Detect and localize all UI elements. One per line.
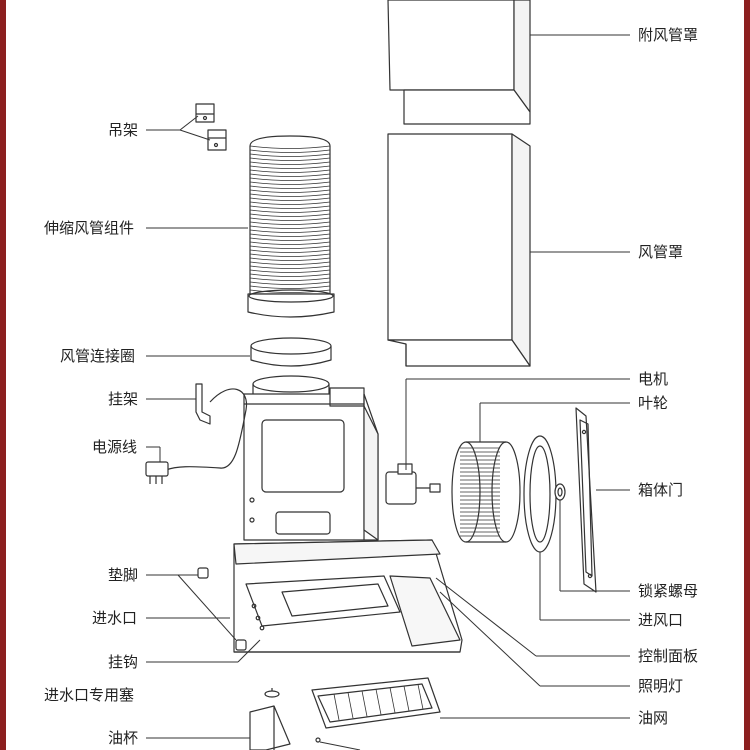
- duct-rib: [249, 209, 331, 213]
- duct-rib: [249, 189, 331, 193]
- duct-rib: [249, 241, 331, 245]
- label-oil-cup: 油杯: [108, 729, 139, 747]
- label-control-panel: 控制面板: [638, 647, 699, 665]
- duct-rib: [249, 185, 331, 189]
- duct-rib: [249, 269, 331, 273]
- duct-cover: [387, 133, 531, 367]
- duct-rib: [249, 213, 331, 217]
- label-impeller: 叶轮: [638, 394, 669, 412]
- box-door: [575, 407, 597, 593]
- lock-nut: [554, 483, 566, 501]
- water-inlet-plug: [264, 688, 280, 698]
- label-wall-hanger: 挂架: [108, 390, 139, 408]
- label-feet: 垫脚: [108, 566, 139, 584]
- duct-rib: [249, 221, 331, 225]
- filter-grid-line: [375, 689, 382, 715]
- hood-body-box: [243, 387, 379, 541]
- feet: [197, 567, 247, 651]
- filter-grid-line: [333, 693, 340, 721]
- power-cord-drawing: [145, 388, 248, 484]
- duct-rib: [249, 253, 331, 257]
- right-frame-border: [744, 0, 750, 750]
- filter-grid-line: [347, 692, 354, 719]
- duct-rib: [249, 157, 331, 161]
- label-auxiliary-duct-cover: 附风管罩: [638, 26, 699, 44]
- label-light: 照明灯: [638, 677, 684, 695]
- duct-rib: [249, 265, 331, 269]
- duct-rib: [249, 181, 331, 185]
- duct-rib: [249, 261, 331, 265]
- label-hanging-bracket: 吊架: [108, 121, 139, 139]
- label-air-inlet: 进风口: [638, 611, 684, 629]
- leader-lines-right: [319, 34, 630, 750]
- duct-rib: [249, 277, 331, 281]
- label-duct-ring: 风管连接圈: [60, 347, 136, 365]
- air-inlet-ring: [523, 435, 557, 553]
- filter-grid-line: [403, 685, 410, 712]
- duct-rib: [249, 193, 331, 197]
- duct-rib: [249, 161, 331, 165]
- label-power-cord: 电源线: [92, 438, 138, 456]
- duct-rib: [249, 145, 331, 149]
- leader-lines-left: [146, 115, 261, 739]
- duct-rib: [249, 173, 331, 177]
- telescopic-duct: [247, 135, 335, 318]
- filter-grid-line: [389, 687, 396, 713]
- motor: [385, 463, 441, 505]
- duct-rib: [249, 153, 331, 157]
- duct-rib: [249, 289, 331, 293]
- filter-grid-line: [417, 684, 424, 710]
- duct-rib: [249, 233, 331, 237]
- label-water-inlet: 进水口: [92, 609, 138, 627]
- duct-rib: [249, 225, 331, 229]
- duct-rib: [249, 229, 331, 233]
- duct-rib: [249, 169, 331, 173]
- duct-rib: [249, 273, 331, 277]
- left-frame-border: [0, 0, 6, 750]
- impeller: [451, 441, 521, 543]
- oil-filter-net: [311, 677, 441, 729]
- duct-connection-ring: [250, 337, 332, 367]
- wall-hanger: [195, 383, 211, 425]
- duct-rib: [249, 285, 331, 289]
- duct-rib: [249, 237, 331, 241]
- duct-rib: [249, 177, 331, 181]
- duct-rib: [249, 249, 331, 253]
- filter-grid-line: [361, 690, 368, 717]
- hood-shell: [233, 539, 463, 653]
- hanging-brackets: [195, 103, 227, 151]
- label-motor: 电机: [638, 370, 669, 388]
- label-telescopic-duct: 伸缩风管组件: [44, 219, 135, 237]
- oil-cup: [249, 705, 291, 750]
- duct-rib: [249, 245, 331, 249]
- duct-rib: [249, 217, 331, 221]
- label-lock-nut: 锁紧螺母: [638, 582, 699, 600]
- screw: [315, 737, 321, 743]
- label-oil-net: 油网: [638, 709, 669, 727]
- auxiliary-duct-cover: [387, 0, 531, 125]
- duct-rib: [249, 201, 331, 205]
- duct-rib: [249, 281, 331, 285]
- duct-rib: [249, 257, 331, 261]
- duct-rib: [249, 149, 331, 153]
- label-hook: 挂钩: [108, 653, 139, 671]
- label-box-door: 箱体门: [638, 481, 684, 499]
- duct-rib: [249, 165, 331, 169]
- label-duct-cover: 风管罩: [638, 243, 684, 261]
- label-water-inlet-plug: 进水口专用塞: [44, 686, 135, 704]
- duct-rib: [249, 205, 331, 209]
- duct-rib: [249, 197, 331, 201]
